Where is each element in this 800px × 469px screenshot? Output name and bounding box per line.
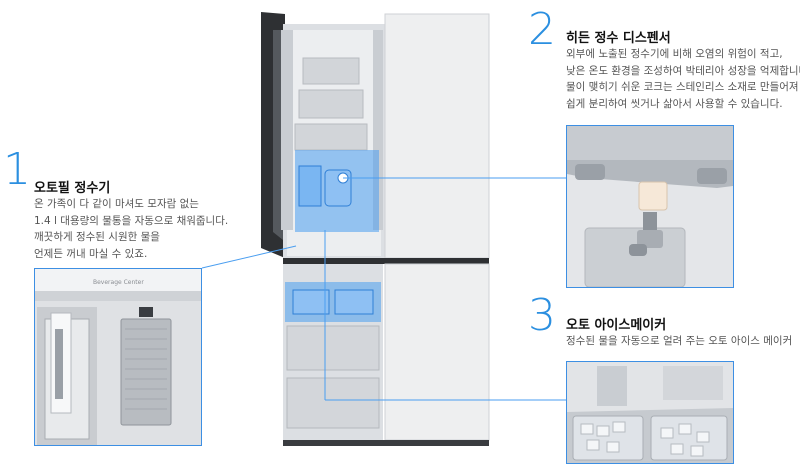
feature-1-line: 온 가족이 다 같이 마셔도 모자람 없는 (34, 198, 199, 210)
feature-3-line: 정수된 물을 자동으로 얼려 주는 오토 아이스 메이커 (566, 335, 793, 347)
feature-3-number: 3 (528, 290, 556, 341)
feature-1-line: 깨끗하게 정수된 시원한 물을 (34, 231, 160, 243)
feature-1-line: 1.4 l 대용량의 물통을 자동으로 채워줍니다. (34, 214, 229, 227)
feature-2-line: 물이 맺히기 쉬운 코크는 스테인리스 소재로 만들어져 (566, 81, 799, 93)
icemaker-illustration (567, 362, 733, 463)
feature-1-title: 오토필 정수기 (34, 181, 111, 196)
feature-2-description: 외부에 노출된 정수기에 비해 오염의 위험이 적고, 낮은 온도 환경을 조성… (566, 46, 800, 112)
feature-3-description: 정수된 물을 자동으로 얼려 주는 오토 아이스 메이커 (566, 333, 792, 350)
feature-2-number: 2 (528, 4, 556, 55)
refrigerator-illustration (261, 12, 505, 446)
feature-2-line: 낮은 온도 환경을 조성하여 박테리아 성장을 억제합니다. (566, 64, 800, 77)
icemaker-photo (566, 361, 734, 464)
feature-2-line: 외부에 노출된 정수기에 비해 오염의 위험이 적고, (566, 48, 783, 60)
feature-1-number: 1 (3, 144, 31, 195)
water-tank-illustration (35, 269, 201, 445)
feature-3-title: 오토 아이스메이커 (566, 318, 667, 333)
feature-2-line: 쉽게 분리하여 씻거나 삶아서 사용할 수 있습니다. (566, 97, 783, 110)
feature-1-description: 온 가족이 다 같이 마셔도 모자람 없는 1.4 l 대용량의 물통을 자동으… (34, 196, 228, 262)
feature-1-line: 언제든 꺼내 마실 수 있죠. (34, 247, 148, 260)
feature-2-title: 히든 정수 디스펜서 (566, 31, 671, 46)
water-tank-photo: Beverage Center (34, 268, 202, 446)
beverage-center-label: Beverage Center (93, 279, 144, 286)
dispenser-illustration (567, 126, 733, 287)
dispenser-photo (566, 125, 734, 288)
